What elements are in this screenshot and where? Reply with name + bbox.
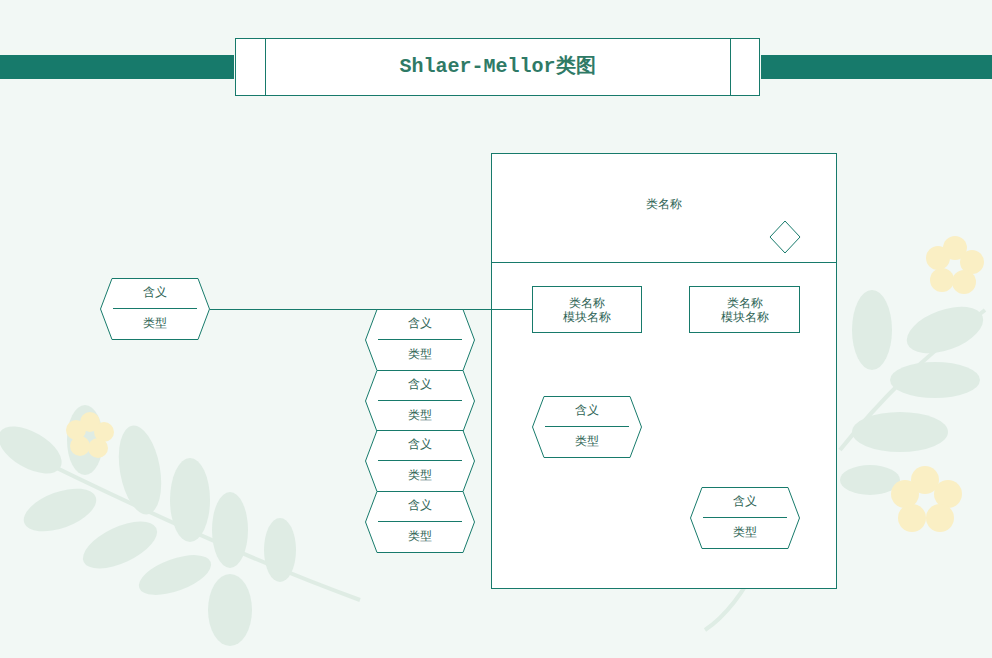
- attribute-hexagon: 含义类型: [365, 309, 475, 371]
- attribute-meaning: 含义: [532, 403, 642, 417]
- box-label: 类名称: [569, 296, 605, 310]
- class-box: 类名称类名称模块名称类名称模块名称含义类型含义类型: [491, 153, 837, 589]
- attribute-hexagon: 含义类型: [365, 430, 475, 492]
- attribute-type: 类型: [365, 529, 475, 543]
- diamond-symbol: [768, 220, 802, 254]
- attribute-hexagon: 含义类型: [100, 278, 210, 340]
- attribute-meaning: 含义: [690, 494, 800, 508]
- attribute-hexagon: 含义类型: [532, 396, 642, 458]
- attribute-type: 类型: [532, 434, 642, 448]
- diagram-title: Shlaer-Mellor类图: [399, 55, 595, 79]
- attribute-meaning: 含义: [365, 437, 475, 451]
- attribute-hexagon: 含义类型: [365, 491, 475, 553]
- attribute-type: 类型: [365, 347, 475, 361]
- class-header: 类名称: [492, 154, 836, 263]
- attribute-hexagon: 含义类型: [690, 487, 800, 549]
- attribute-hexagon: 含义类型: [365, 370, 475, 432]
- class-reference-box: 类名称模块名称: [532, 286, 642, 333]
- box-label: 模块名称: [721, 310, 769, 324]
- class-box-ground: [491, 153, 837, 589]
- box-label: 模块名称: [563, 310, 611, 324]
- class-name: 类名称: [646, 197, 682, 211]
- attribute-meaning: 含义: [365, 377, 475, 391]
- attribute-meaning: 含义: [100, 285, 210, 299]
- attribute-meaning: 含义: [365, 498, 475, 512]
- title-banner: Shlaer-Mellor类图: [265, 38, 730, 96]
- attribute-meaning: 含义: [365, 316, 475, 330]
- attribute-type: 类型: [365, 468, 475, 482]
- class-reference-box: 类名称模块名称: [689, 286, 800, 333]
- box-label: 类名称: [727, 296, 763, 310]
- attribute-type: 类型: [100, 316, 210, 330]
- attribute-type: 类型: [365, 408, 475, 422]
- attribute-type: 类型: [690, 525, 800, 539]
- connector-line: [210, 309, 532, 310]
